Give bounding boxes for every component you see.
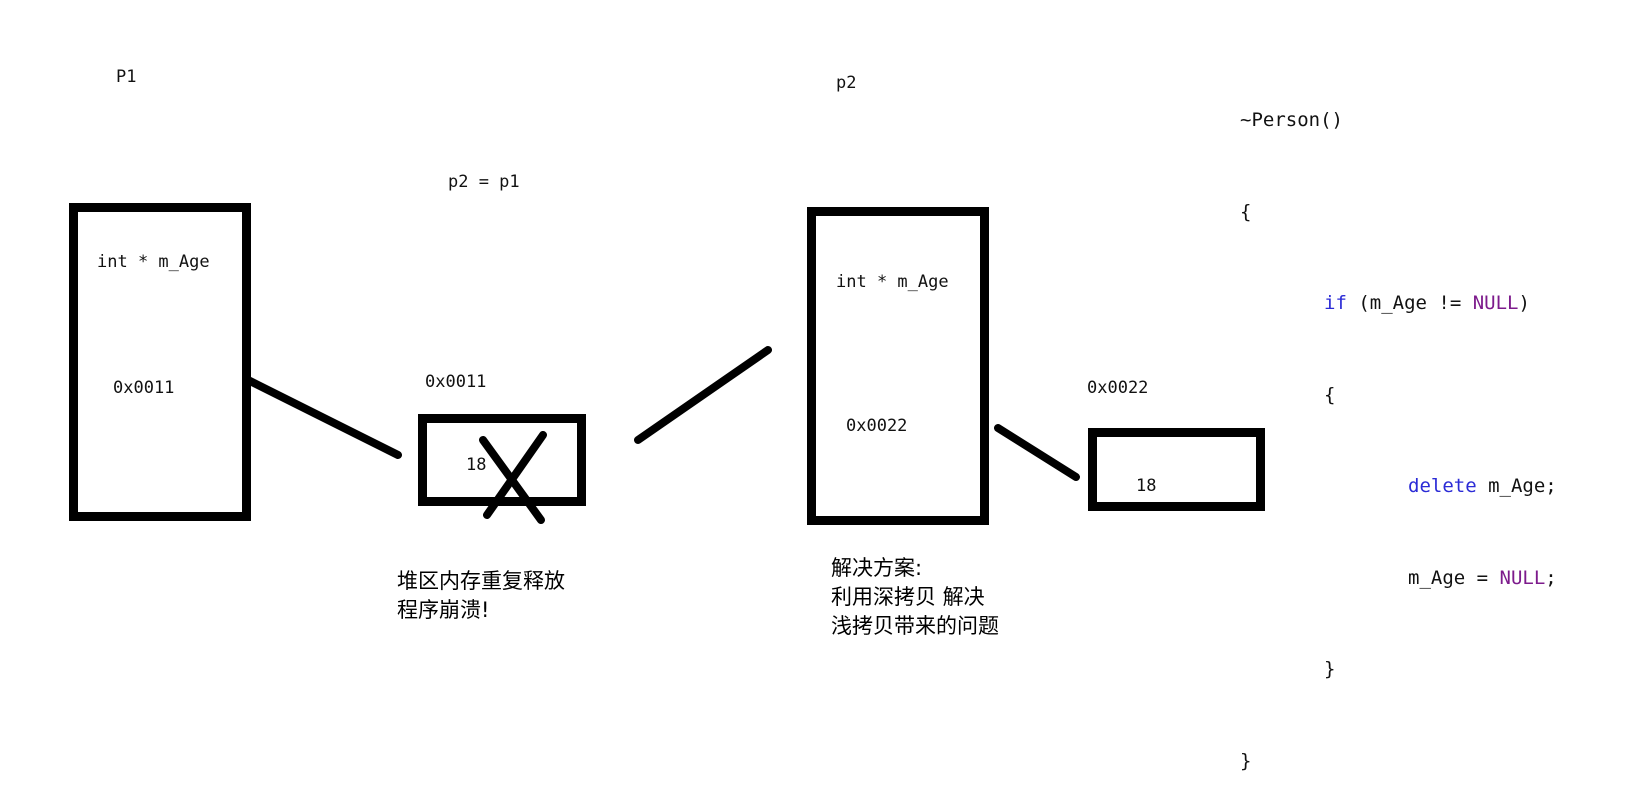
code-line-inner-open: { [1240,380,1557,411]
crash-note: 堆区内存重复释放 程序崩溃! [397,567,565,625]
inner-open-brace: { [1324,383,1336,406]
assign-semicolon: ; [1545,566,1557,589]
p2-title: p2 [836,73,857,93]
heap2-value: 18 [1136,476,1157,496]
p1-title: P1 [116,67,137,87]
heap1-value: 18 [466,455,487,475]
code-line-delete: delete m_Age; [1240,471,1557,502]
null-keyword: NULL [1472,292,1519,314]
assign-null: NULL [1499,566,1546,589]
p2-address: 0x0022 [846,416,908,436]
solution-note: 解决方案: 利用深拷贝 解决 浅拷贝带来的问题 [831,554,999,641]
p2-to-heap2-line [994,424,1080,481]
heap1-block [418,414,586,506]
heap1-address: 0x0011 [425,372,487,392]
destructor-signature: ~Person() [1240,109,1343,131]
code-line-signature: ~Person() [1240,105,1557,136]
p1-address: 0x0011 [113,378,175,398]
connector-lines [244,346,1080,524]
p1-to-heap1-line [244,376,402,459]
open-brace: { [1240,200,1252,223]
p2-member-label: int * m_Age [836,272,949,292]
p1-object-box [69,203,251,521]
crash-note-line1: 堆区内存重复释放 [397,569,565,593]
heap2-address: 0x0022 [1087,378,1149,398]
code-line-open: { [1240,197,1557,228]
heap1-to-p2-line [634,346,772,444]
if-keyword: if [1324,292,1347,314]
if-condition: (m_Age != [1346,292,1473,314]
assign-lhs: m_Age = [1408,566,1500,589]
delete-target: m_Age; [1476,475,1557,497]
solution-note-line1: 解决方案: [831,556,923,580]
crash-note-line2: 程序崩溃! [397,598,490,622]
code-line-assign: m_Age = NULL; [1240,563,1557,594]
p1-member-label: int * m_Age [97,252,210,272]
close-brace: } [1240,749,1252,772]
assignment-label: p2 = p1 [448,172,520,192]
solution-note-line2: 利用深拷贝 解决 [831,585,985,609]
p2-object-box [807,207,989,525]
delete-keyword: delete [1408,475,1477,497]
inner-close-brace: } [1324,658,1336,680]
code-line-close: } [1240,746,1557,777]
code-line-if: if (m_Age != NULL) [1240,288,1557,319]
solution-note-line3: 浅拷贝带来的问题 [831,614,999,638]
code-line-inner-close: } [1240,654,1557,685]
if-close-paren: ) [1518,292,1530,314]
heap2-block [1088,428,1265,511]
destructor-code-block: ~Person() { if (m_Age != NULL) { delete … [1240,44,1557,807]
